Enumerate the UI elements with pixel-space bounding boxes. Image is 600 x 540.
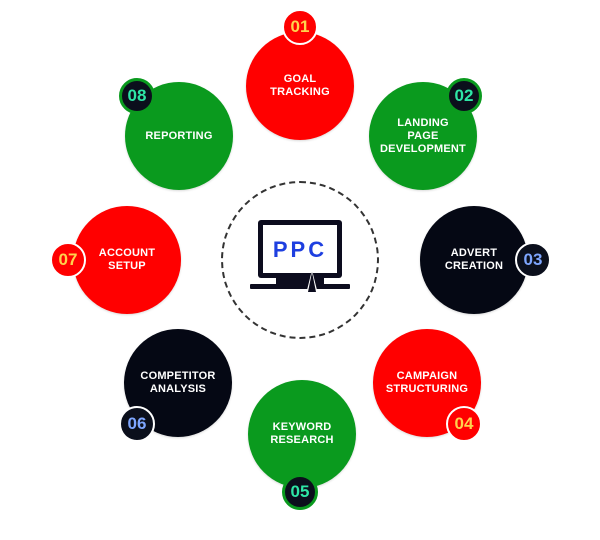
step-number-badge: 08 — [119, 78, 155, 114]
ppc-label: PPC — [273, 237, 327, 262]
step-circle-account-setup: ACCOUNT SETUP — [73, 206, 181, 314]
step-number-badge: 05 — [282, 474, 318, 510]
step-label: COMPETITOR ANALYSIS — [140, 370, 216, 395]
step-number-badge: 02 — [446, 78, 482, 114]
monitor-icon: PPC — [250, 220, 350, 294]
step-circle-goal-tracking: GOAL TRACKING — [246, 32, 354, 140]
step-circle-advert-creation: ADVERT CREATION — [420, 206, 528, 314]
step-label: LANDING PAGE DEVELOPMENT — [380, 116, 466, 155]
step-label: ADVERT CREATION — [444, 247, 504, 272]
step-circle-keyword-research: KEYWORD RESEARCH — [248, 380, 356, 488]
step-circle-landing-page-development: LANDING PAGE DEVELOPMENT — [369, 82, 477, 190]
step-number-badge: 03 — [515, 242, 551, 278]
step-label: GOAL TRACKING — [270, 73, 330, 98]
step-label: KEYWORD RESEARCH — [270, 421, 334, 446]
step-label: REPORTING — [145, 129, 213, 142]
step-label: CAMPAIGN STRUCTURING — [385, 370, 469, 395]
step-number-badge: 07 — [50, 242, 86, 278]
step-label: ACCOUNT SETUP — [98, 247, 156, 272]
step-number-badge: 04 — [446, 406, 482, 442]
step-number-badge: 06 — [119, 406, 155, 442]
step-number-badge: 01 — [282, 9, 318, 45]
center-dashed-ring — [221, 181, 379, 339]
